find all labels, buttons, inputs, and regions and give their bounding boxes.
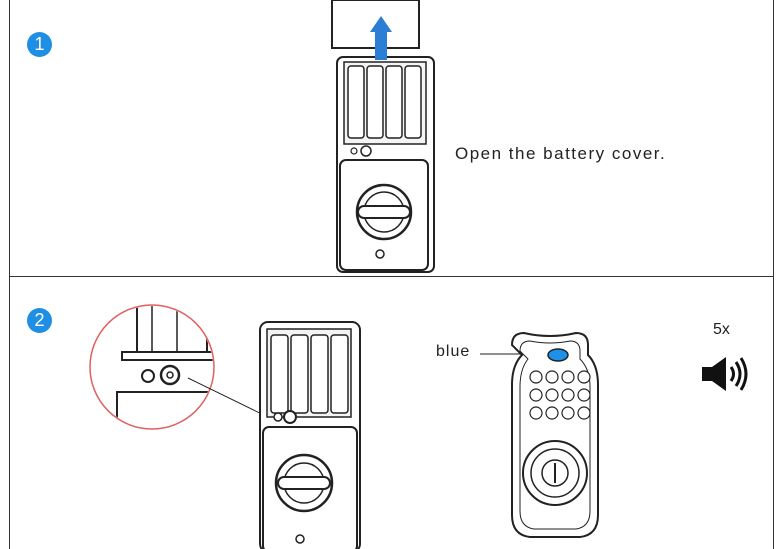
step-2-badge: 2 bbox=[27, 308, 52, 333]
step-1-instruction: Open the battery cover. bbox=[455, 144, 667, 163]
step-2-panel: 2 bbox=[9, 276, 774, 549]
up-arrow-icon bbox=[370, 16, 392, 60]
lock-interior-illustration bbox=[259, 321, 361, 549]
step-1-panel: 1 Open the b bbox=[9, 0, 774, 277]
beep-count: 5x bbox=[713, 321, 730, 338]
lock-battery-cover-illustration bbox=[331, 0, 435, 273]
magnified-reset-button-detail bbox=[89, 304, 277, 430]
step-1-badge: 1 bbox=[27, 32, 52, 57]
indicator-label: blue bbox=[436, 343, 471, 360]
keypad-lock-illustration bbox=[480, 331, 599, 538]
speaker-sound-icon bbox=[702, 357, 748, 391]
